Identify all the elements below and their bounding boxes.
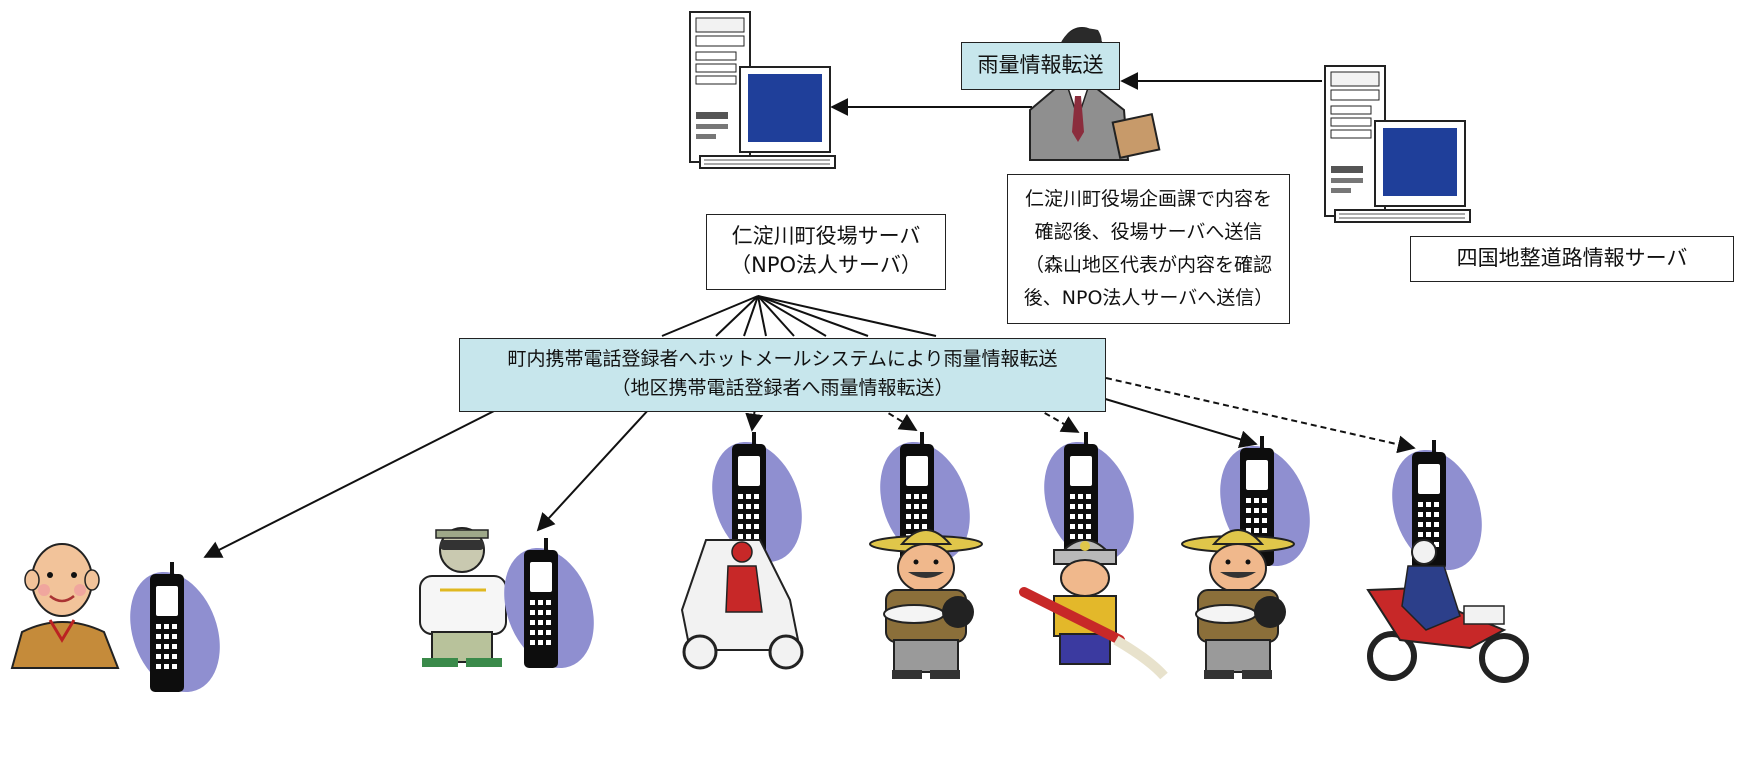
firefighter-icon <box>1019 539 1168 680</box>
shikoku-server-label: 四国地整道路情報サーバ <box>1410 236 1734 282</box>
elderly-man-icon <box>10 543 120 669</box>
town-server-computer-icon <box>689 11 836 169</box>
rain-info-transfer-label: 雨量情報転送 <box>961 42 1120 90</box>
broadcast-label: 町内携帯電話登録者へホットメールシステムにより雨量情報転送 （地区携帯電話登録者… <box>459 338 1106 412</box>
shikoku-server-computer-icon <box>1324 65 1471 223</box>
police-motorcycle-icon <box>1366 539 1529 683</box>
recipient-arrows <box>203 377 1416 558</box>
phone-icon-2 <box>488 535 610 681</box>
phone-icon-7 <box>1376 437 1498 583</box>
planning-section-note: 仁淀川町役場企画課で内容を 確認後、役場サーバへ送信 （森山地区代表が内容を確認… <box>1007 174 1290 324</box>
town-server-label: 仁淀川町役場サーバ （NPO法人サーバ） <box>706 214 946 290</box>
phone-icon-1 <box>114 559 236 705</box>
fan-lines <box>661 295 937 337</box>
construction-worker-icon-1 <box>869 529 983 680</box>
farmer-icon <box>419 527 507 667</box>
delivery-scooter-icon <box>680 539 804 670</box>
